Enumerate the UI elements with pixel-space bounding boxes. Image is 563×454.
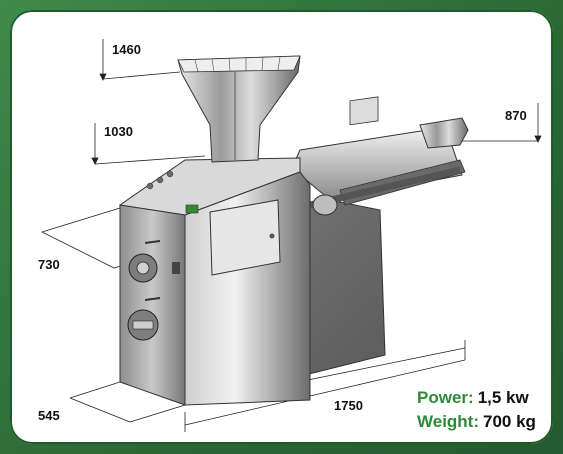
spec-weight: Weight:700 kg: [417, 412, 536, 432]
power-label: Power:: [417, 388, 474, 407]
conveyor-block: [349, 96, 379, 126]
control-buttons: [146, 170, 174, 190]
side-switch: [172, 262, 180, 274]
spec-power: Power:1,5 kw: [417, 388, 529, 408]
dimension-length-total: 1750: [334, 398, 363, 413]
hopper-grid: [194, 56, 281, 73]
hopper-rim: [177, 55, 301, 73]
main-hopper: [177, 55, 301, 163]
power-value: 1,5 kw: [477, 388, 529, 407]
outlet-hopper: [419, 117, 469, 149]
door-knob: [269, 233, 275, 239]
weight-label: Weight:: [417, 412, 480, 431]
weight-value: 700 kg: [483, 412, 536, 431]
dimension-height-top: 1460: [112, 42, 141, 57]
machine-side-face: [119, 204, 186, 406]
control-display: [185, 204, 199, 214]
dimension-height-outlet: 870: [505, 108, 527, 123]
dimension-depth-side: 730: [38, 257, 60, 272]
access-door: [209, 199, 281, 276]
dimension-width-base: 545: [38, 408, 60, 423]
dimension-height-mid: 1030: [104, 124, 133, 139]
roller-end: [312, 194, 338, 216]
